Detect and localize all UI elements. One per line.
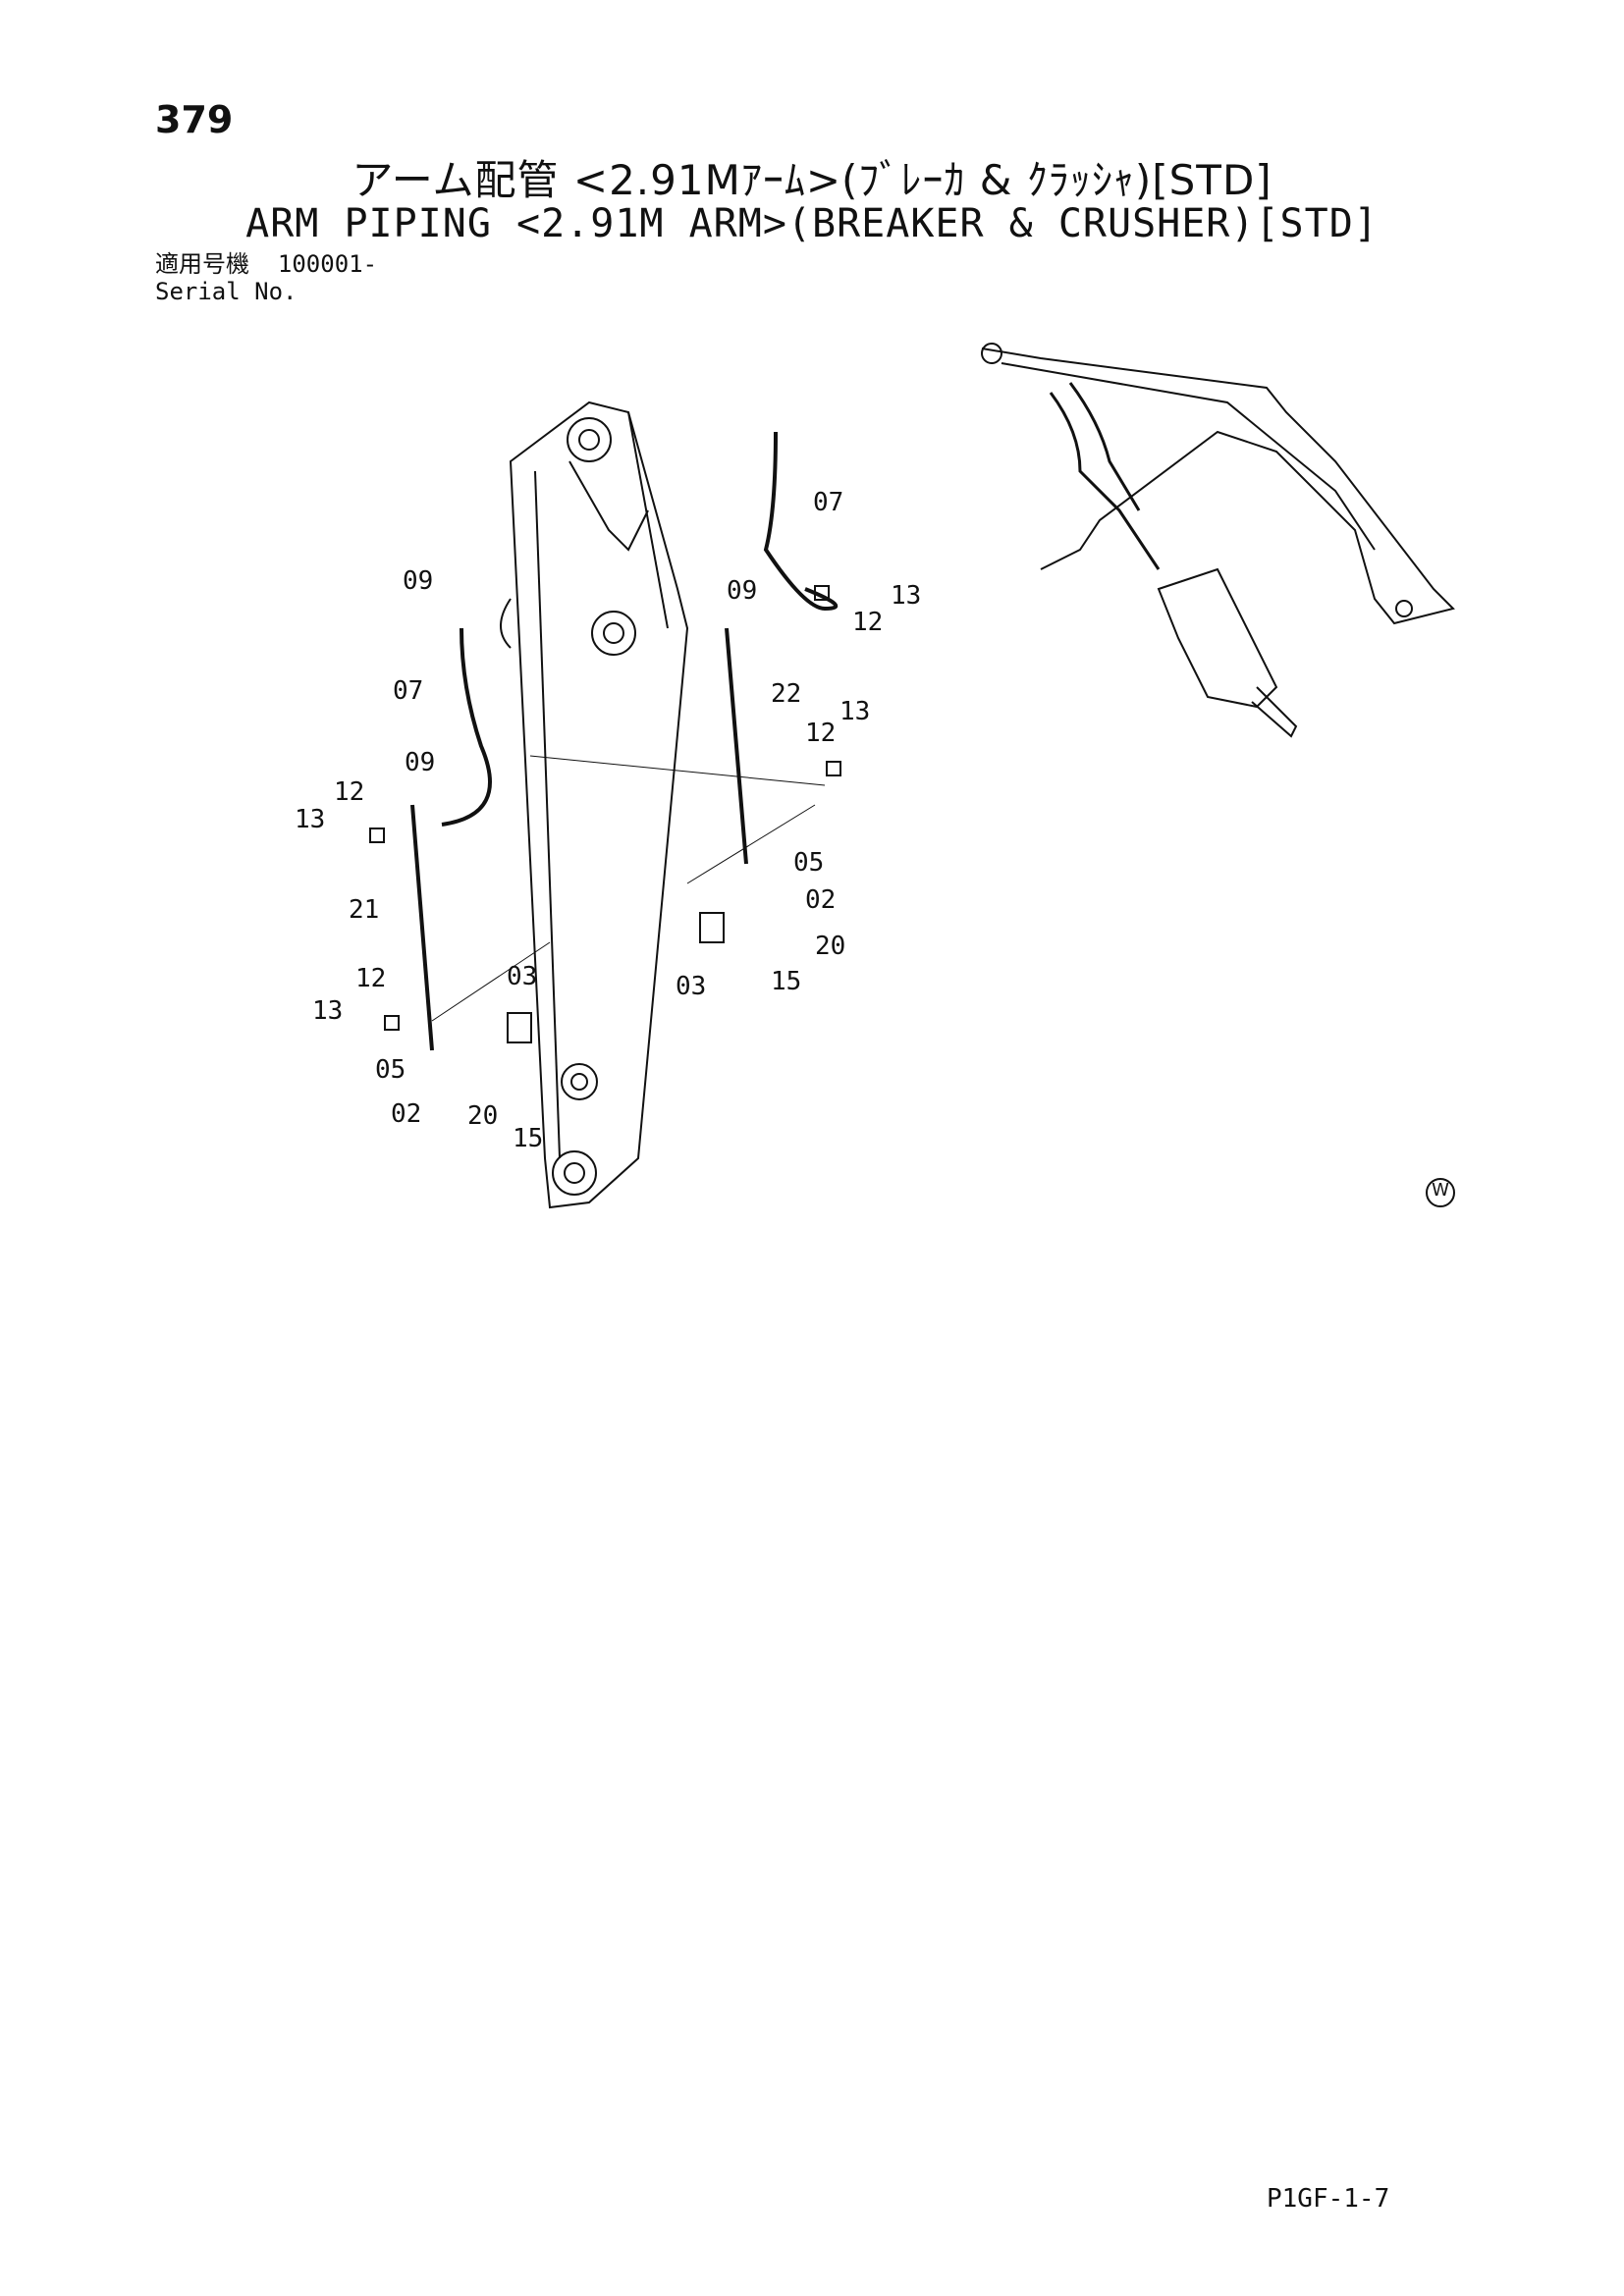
- callout-label: 13: [312, 996, 343, 1026]
- clamp-12-right-mid: [814, 585, 830, 601]
- callout-label: 21: [349, 895, 379, 925]
- footer-code: P1GF-1-7: [1267, 2184, 1390, 2214]
- callout-label: 15: [771, 967, 801, 996]
- arm-top-pin-inner: [578, 429, 600, 451]
- callout-label: 12: [852, 608, 883, 637]
- callout-label: 03: [676, 972, 706, 1001]
- arm-mid-pin: [591, 611, 636, 656]
- arm-inner-edge: [534, 470, 561, 1159]
- callout-label: 15: [513, 1124, 543, 1153]
- clamp-12-right-top: [826, 761, 841, 776]
- arm-low-pin-inner: [570, 1073, 588, 1091]
- inset-pin: [1395, 600, 1413, 617]
- leader-line: [431, 941, 551, 1022]
- arm-mid-pin-inner: [603, 622, 624, 644]
- hose-07-left: [441, 627, 492, 827]
- arm-top-pin: [567, 417, 612, 462]
- callout-label: 13: [839, 697, 870, 726]
- arm-bottom-pin: [552, 1150, 597, 1196]
- callout-label: 07: [393, 676, 423, 706]
- arm-ear: [500, 598, 512, 649]
- clamp-03-right: [699, 912, 725, 943]
- callout-label: 12: [805, 719, 836, 748]
- page-title-en: ARM PIPING <2.91M ARM>(BREAKER & CRUSHER…: [245, 201, 1379, 246]
- serial-label-jp: 適用号機: [155, 250, 249, 278]
- callout-label: 09: [405, 748, 435, 777]
- inset-boom: [981, 347, 1455, 625]
- callout-label: 02: [805, 885, 836, 915]
- callout-label: 03: [507, 962, 537, 991]
- w-mark-icon: W: [1426, 1178, 1455, 1207]
- serial-label-en: Serial No.: [155, 278, 298, 305]
- pipe-21: [410, 804, 434, 1051]
- inset-breaker: [1157, 567, 1278, 709]
- serial-row-jp: 適用号機 100001-: [155, 250, 377, 278]
- inset-piping-2: [1068, 382, 1141, 511]
- callout-label: 12: [334, 777, 364, 807]
- arm-bottom-pin-inner: [564, 1162, 585, 1184]
- inset-breaker-chisel: [1251, 686, 1298, 738]
- arm-low-pin: [561, 1063, 598, 1100]
- callout-label: 20: [467, 1101, 498, 1131]
- clamp-12-left-top: [369, 828, 385, 843]
- callout-label: 09: [727, 576, 757, 606]
- inset-pin: [981, 343, 1002, 364]
- callout-label: 07: [813, 488, 843, 517]
- serial-block: 適用号機 100001- Serial No.: [155, 250, 377, 305]
- inset-piping: [1049, 392, 1161, 570]
- callout-label: 05: [375, 1055, 406, 1085]
- leader-line: [529, 755, 826, 786]
- page-number: 379: [155, 98, 234, 141]
- arm-body: [509, 400, 689, 1209]
- leader-line: [686, 804, 816, 884]
- clamp-12-left-bottom: [384, 1015, 400, 1031]
- clamp-03-left: [507, 1012, 532, 1043]
- inset-boom-inner: [1001, 362, 1376, 551]
- callout-label: 22: [771, 679, 801, 709]
- serial-value: 100001-: [277, 250, 378, 278]
- callout-label: 13: [891, 581, 921, 611]
- hose-07-right: [763, 431, 839, 612]
- arm-inner-edge-2: [627, 411, 669, 629]
- callout-label: 09: [403, 566, 433, 596]
- pipe-22: [725, 627, 748, 865]
- callout-label: 13: [295, 805, 325, 834]
- page-title-jp: アーム配管 <2.91Mｱｰﾑ>(ﾌﾞﾚｰｶ & ｸﾗｯｼｬ)[STD]: [352, 156, 1272, 204]
- callout-label: 05: [793, 848, 824, 878]
- callout-label: 02: [391, 1099, 421, 1129]
- arm-bracket: [568, 460, 649, 552]
- callout-label: 20: [815, 932, 845, 961]
- callout-label: 12: [355, 964, 386, 993]
